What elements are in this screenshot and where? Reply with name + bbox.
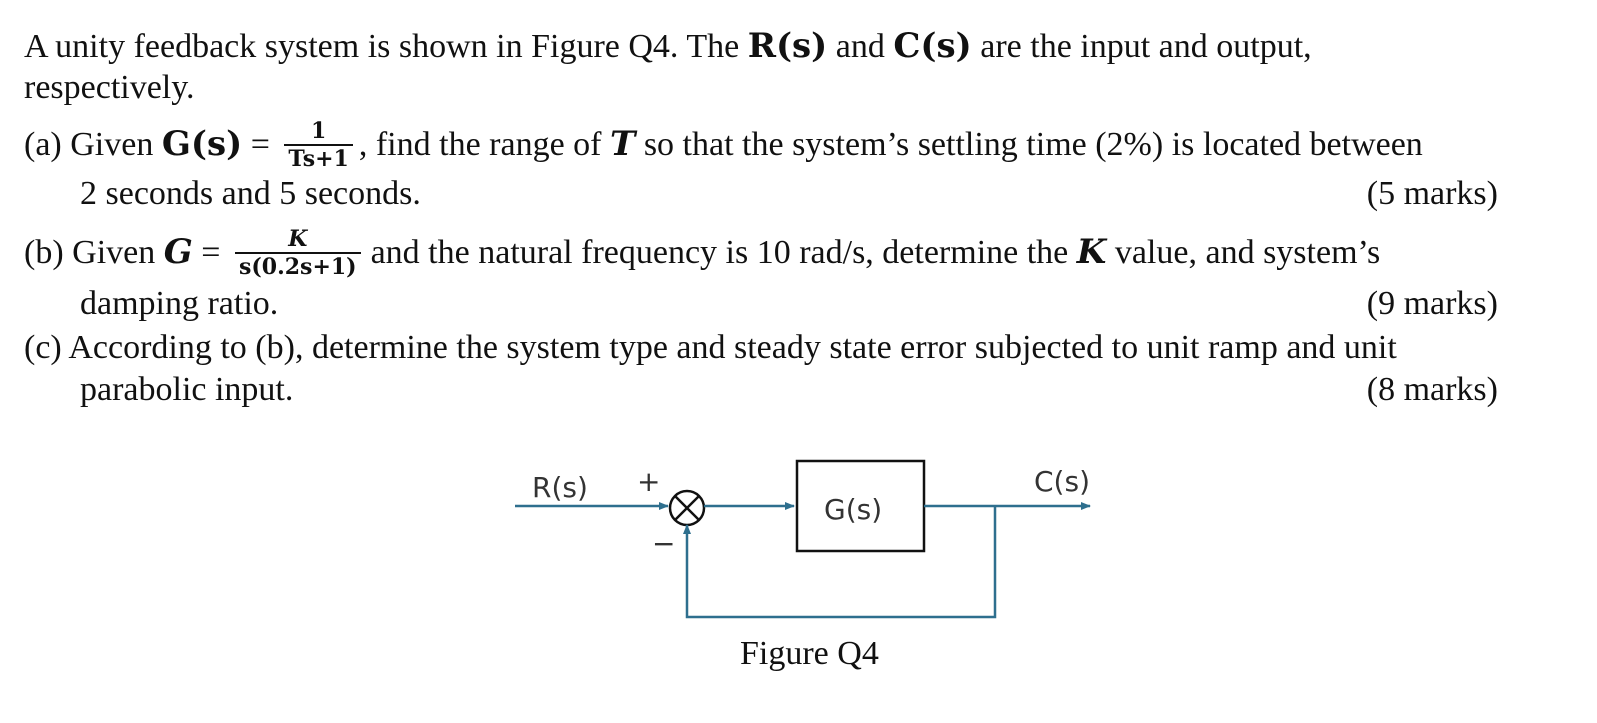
part-b-fraction-denominator: s(0.2s+1) [234, 252, 361, 280]
part-a-prefix: (a) Given [24, 125, 162, 163]
part-b-marks: (9 marks) [1366, 285, 1498, 322]
part-a-g-symbol: G(s) [161, 123, 243, 164]
intro-text-2: and [827, 28, 894, 65]
plus-sign: + [637, 465, 661, 498]
part-a-text-2: so that the system’s settling time (2%) … [635, 125, 1423, 163]
part-a-text-3: 2 seconds and 5 seconds. [80, 175, 421, 212]
input-symbol: R(s) [747, 26, 828, 66]
feedback-path [683, 506, 997, 619]
input-label: R(s) [532, 471, 588, 504]
part-a-marks: (5 marks) [1366, 175, 1498, 212]
part-a-text-1: find the range of [367, 125, 610, 163]
output-symbol: C(s) [893, 26, 972, 66]
part-c-marks: (8 marks) [1366, 371, 1498, 408]
part-a-fraction-numerator: 1 [310, 118, 327, 144]
intro-line-2: respectively. [24, 69, 195, 106]
block-label: G(s) [824, 493, 883, 526]
intro-text-1: A unity feedback system is shown in Figu… [24, 28, 748, 65]
part-b-text-1: and the natural frequency is 10 rad/s, d… [370, 233, 1077, 271]
part-a-equals: = [242, 125, 279, 163]
part-a-fraction-denominator: Ts+1 [284, 144, 353, 172]
part-a-comma: , [358, 125, 368, 163]
part-b-line-2: damping ratio. (9 marks) [80, 284, 1498, 324]
part-b-g-symbol: G [163, 231, 193, 272]
figure-caption: Figure Q4 [740, 635, 879, 672]
part-b-text-3: damping ratio. [80, 285, 279, 322]
part-b-k-symbol: K [1076, 231, 1107, 272]
minus-sign: − [652, 527, 676, 560]
part-b-prefix: (b) Given [24, 233, 164, 271]
part-b-equals: = [192, 233, 229, 271]
part-c-line-1: (c) According to (b), determine the syst… [24, 329, 1397, 366]
part-b-fraction-numerator: K [288, 226, 308, 252]
part-b-text-2: value, and system’s [1106, 233, 1381, 271]
plant-block [795, 459, 926, 553]
output-label: C(s) [1034, 465, 1090, 498]
part-a-t-symbol: T [610, 123, 636, 164]
summing-junction [668, 489, 706, 527]
part-c-text-2: parabolic input. [80, 371, 294, 408]
part-a-line-2: 2 seconds and 5 seconds. (5 marks) [80, 174, 1498, 214]
intro-line-1: A unity feedback system is shown in Figu… [24, 26, 1312, 67]
part-c-line-2: parabolic input. (8 marks) [80, 370, 1498, 410]
intro-text-3: are the input and output, [971, 28, 1312, 65]
